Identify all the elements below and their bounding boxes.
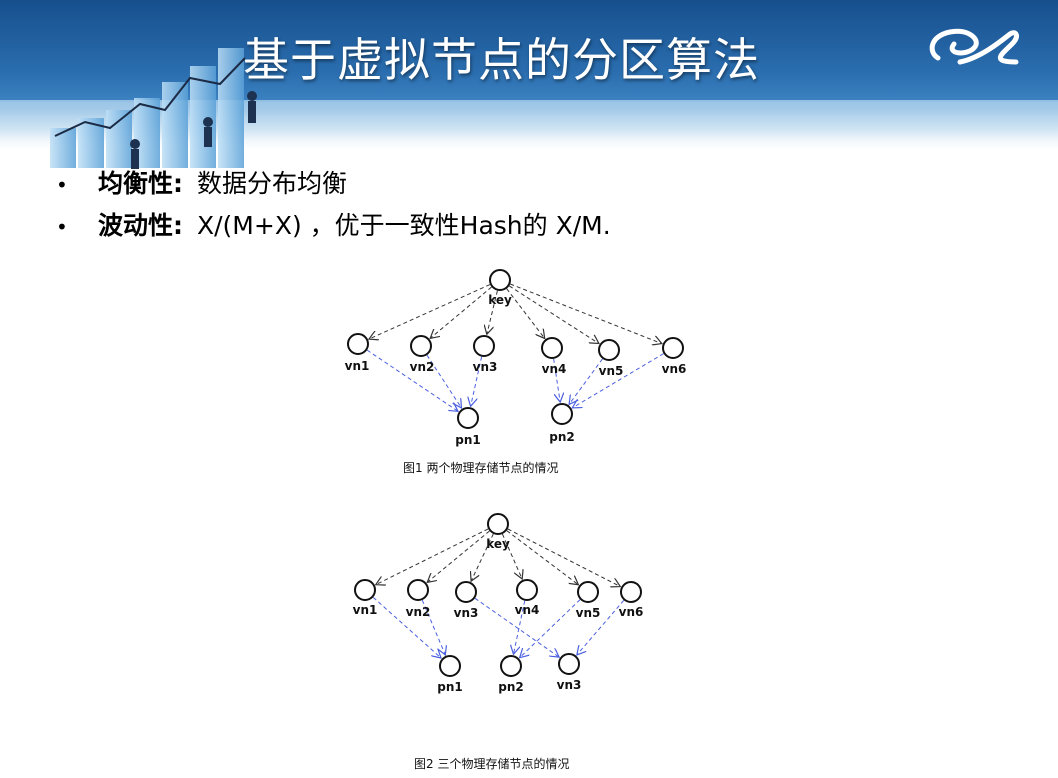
node-key-label: key: [486, 537, 510, 551]
edge-key-vn5: [508, 285, 599, 344]
node-vn3-circle: [473, 335, 495, 357]
node-vn2-circle: [410, 335, 432, 357]
edge-key-vn2: [430, 286, 492, 338]
node-pn2-circle: [500, 655, 522, 677]
node-vn1-circle: [354, 579, 376, 601]
node-vn6-label: vn6: [662, 362, 687, 376]
node-key-circle: [487, 513, 509, 535]
node-vn5-label: vn5: [599, 364, 624, 378]
node-vn5-circle: [577, 581, 599, 603]
node-vn2-circle: [407, 579, 429, 601]
node-vn6-label: vn6: [619, 605, 644, 619]
node-vn3-label: vn3: [473, 360, 498, 374]
node-pn3-label: vn3: [557, 678, 582, 692]
edge-vn-pn-2: [474, 597, 559, 657]
node-vn1-label: vn1: [353, 603, 378, 617]
edge-key-vn3: [471, 533, 494, 581]
figure1-caption: 图1 两个物理存储节点的情况: [403, 461, 559, 475]
edge-key-vn6: [510, 283, 662, 344]
bullet-list: • 均衡性: 数据分布均衡 • 波动性: X/(M+X) ，优于一致性Hash的…: [56, 164, 611, 248]
edge-vn-pn-5: [577, 600, 625, 655]
bar-chart-decoration: [50, 48, 257, 169]
node-pn1-label: pn1: [455, 433, 480, 447]
node-pn3-circle: [558, 653, 580, 675]
node-pn1-circle: [457, 407, 479, 429]
bullet-label: 均衡性:: [98, 169, 183, 198]
node-pn2-label: pn2: [549, 430, 574, 444]
node-vn1-circle: [347, 333, 369, 355]
bullet-label: 波动性:: [98, 211, 183, 240]
node-vn1-label: vn1: [345, 359, 370, 373]
edge-key-vn2: [427, 530, 490, 582]
figure-two-physical-nodes: key vn1 vn2 vn3 vn4 vn5 vn6 pn1 pn2: [345, 269, 687, 447]
header-banner: 基于虚拟节点的分区算法: [0, 0, 1058, 169]
edge-vn-pn-1: [421, 599, 445, 655]
node-vn3-label: vn3: [454, 606, 479, 620]
node-vn4-circle: [516, 579, 538, 601]
page-title: 基于虚拟节点的分区算法: [243, 33, 760, 87]
node-vn4-label: vn4: [515, 603, 540, 617]
edge-vn-pn-0: [366, 349, 458, 411]
bullet-dot: •: [56, 215, 68, 239]
figure2-caption: 图2 三个物理存储节点的情况: [414, 757, 570, 771]
node-vn5-circle: [598, 339, 620, 361]
edge-key-vn3: [487, 290, 498, 335]
node-vn3-circle: [455, 581, 477, 603]
node-pn2-label: pn2: [498, 680, 523, 694]
bullet-balance: • 均衡性: 数据分布均衡: [56, 164, 611, 206]
node-vn6-circle: [620, 581, 642, 603]
edge-vn-pn-2: [471, 356, 483, 407]
edge-vn-pn-1: [426, 354, 461, 408]
node-pn2-circle: [551, 403, 573, 425]
edge-vn-pn-3: [553, 358, 561, 402]
edge-key-vn5: [506, 530, 579, 585]
node-key-label: key: [488, 293, 512, 307]
node-vn2-label: vn2: [406, 605, 431, 619]
node-key-circle: [489, 269, 511, 291]
edge-key-vn1: [376, 528, 489, 585]
node-vn4-circle: [541, 337, 563, 359]
bullet-text: 数据分布均衡: [197, 169, 348, 198]
edge-vn-pn-3: [513, 600, 526, 654]
edge-key-vn4: [501, 533, 522, 579]
node-vn4-label: vn4: [542, 362, 567, 376]
bullet-volatility: • 波动性: X/(M+X) ，优于一致性Hash的 X/M.: [56, 206, 611, 248]
node-pn1-label: pn1: [437, 680, 462, 694]
bullet-dot: •: [56, 173, 68, 197]
node-pn1-circle: [439, 655, 461, 677]
node-vn2-label: vn2: [410, 360, 435, 374]
edge-key-vn6: [507, 528, 621, 587]
edge-key-vn4: [506, 288, 545, 339]
edge-vn-pn-5: [572, 353, 664, 408]
node-vn6-circle: [662, 337, 684, 359]
edge-key-vn1: [369, 284, 491, 340]
edge-vn-pn-4: [569, 358, 603, 404]
bullet-text: X/(M+X) ，优于一致性Hash的 X/M.: [197, 211, 611, 240]
company-logo: [929, 28, 1019, 65]
figure-three-physical-nodes: key vn1 vn2 vn3 vn4 vn5 vn6 pn1 pn2 vn3: [353, 513, 644, 694]
edge-vn-pn-0: [372, 596, 441, 658]
node-vn5-label: vn5: [576, 606, 601, 620]
